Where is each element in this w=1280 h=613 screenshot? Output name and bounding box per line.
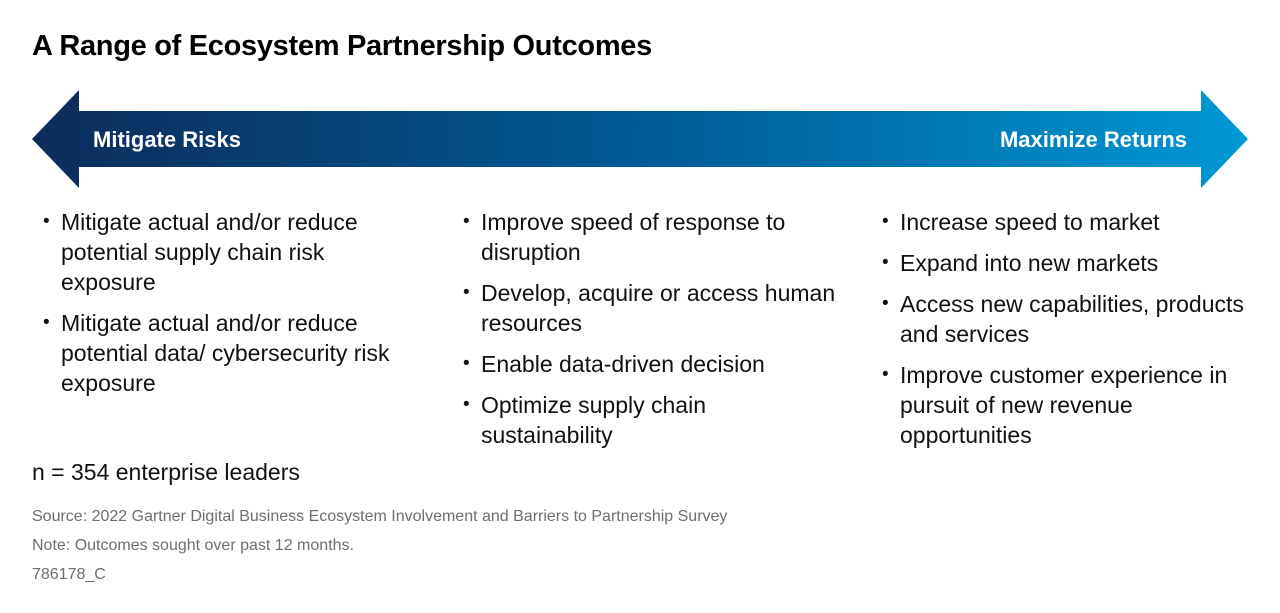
return-outcomes-list: Increase speed to market Expand into new…	[882, 207, 1252, 461]
maximize-returns-label: Maximize Returns	[999, 127, 1187, 152]
list-item: Improve speed of response to disruption	[463, 207, 843, 267]
mitigate-risks-label: Mitigate Risks	[93, 127, 241, 152]
list-item: Expand into new markets	[882, 248, 1252, 278]
middle-outcomes-list: Improve speed of response to disruption …	[463, 207, 843, 461]
list-item: Develop, acquire or access human resourc…	[463, 278, 843, 338]
figure-title: A Range of Ecosystem Partnership Outcome…	[32, 30, 652, 62]
list-item: Increase speed to market	[882, 207, 1252, 237]
outcomes-note: Note: Outcomes sought over past 12 month…	[32, 537, 354, 554]
double-arrow-icon	[32, 90, 1248, 188]
sample-size: n = 354 enterprise leaders	[32, 459, 300, 485]
list-item: Mitigate actual and/or reduce potential …	[43, 308, 423, 398]
list-item: Access new capabilities, products and se…	[882, 289, 1252, 349]
list-item: Optimize supply chain sustainability	[463, 390, 843, 450]
list-item: Mitigate actual and/or reduce potential …	[43, 207, 423, 297]
list-item: Improve customer experience in pursuit o…	[882, 360, 1252, 450]
source-note: Source: 2022 Gartner Digital Business Ec…	[32, 508, 728, 525]
risk-outcomes-list: Mitigate actual and/or reduce potential …	[43, 207, 423, 409]
figure-code: 786178_C	[32, 566, 106, 583]
list-item: Enable data-driven decision	[463, 349, 843, 379]
